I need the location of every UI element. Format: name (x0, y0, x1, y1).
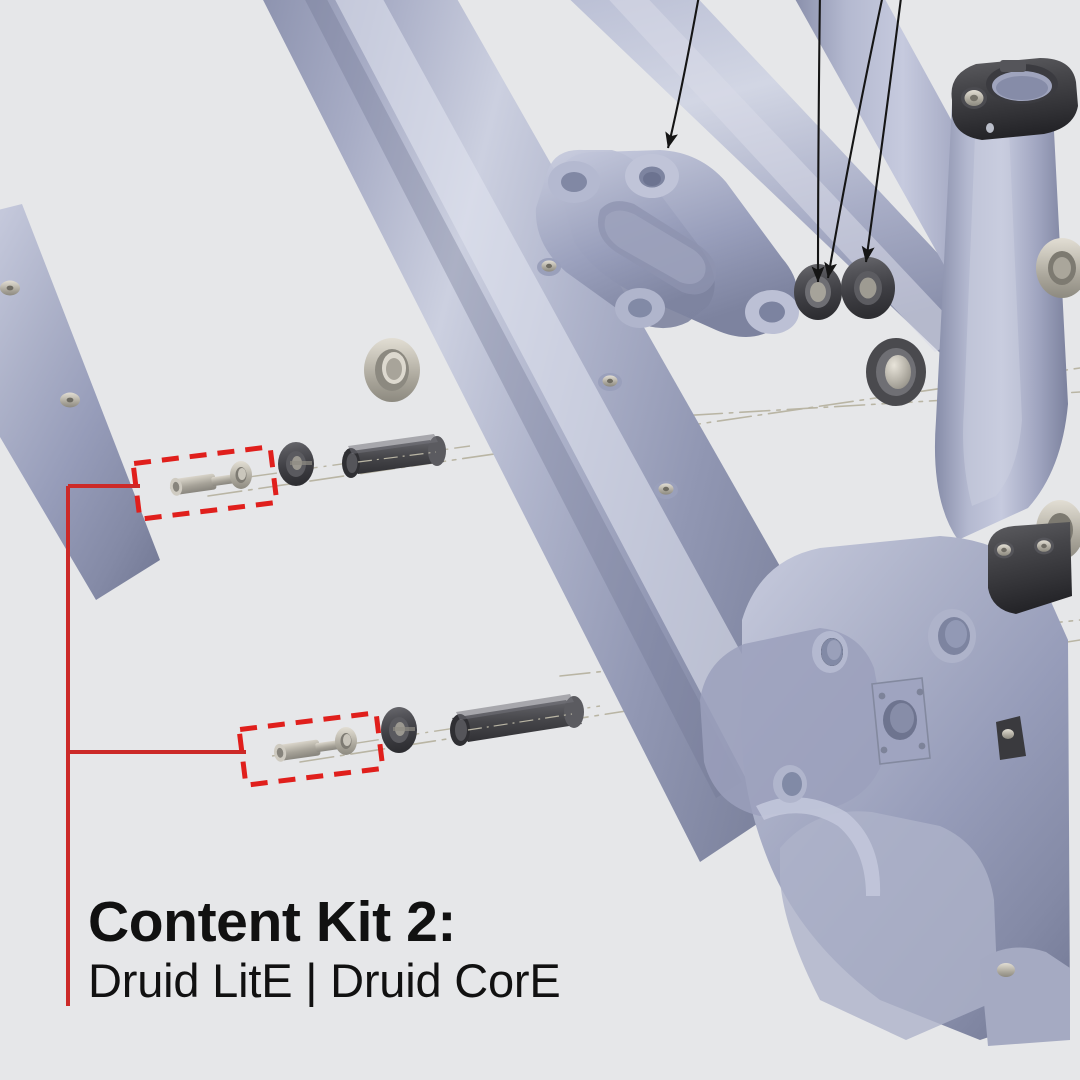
leader-arrow-rocker (665, 0, 700, 149)
lower-hardware-box (236, 710, 386, 788)
upper-axle-sleeve (342, 434, 446, 478)
cable-port (871, 677, 931, 765)
frame-geometry-group (0, 0, 1080, 1046)
leader-arrow-bushing-2 (824, 0, 883, 279)
rocker-link-cutout-inner (604, 210, 706, 284)
leader-arrows-group (665, 0, 902, 283)
spacer-washer (364, 338, 420, 402)
upper-hardware-assembly (169, 434, 471, 496)
rivnut-group (537, 258, 678, 499)
bb-shell (780, 811, 998, 1040)
down-tube-shadow (305, 0, 742, 798)
chainstay-partial (0, 204, 160, 600)
chainstay-bolts (0, 280, 80, 408)
lower-pivot-bolt (273, 739, 349, 762)
down-tube-highlight (335, 0, 800, 790)
upper-bushing (278, 442, 314, 486)
seat-clamp (951, 58, 1078, 140)
page-subtitle: Druid LitE | Druid CorE (88, 954, 561, 1008)
lower-hardware-assembly (271, 694, 601, 762)
upper-pivot-washer (230, 461, 252, 489)
lower-axle-sleeve (450, 694, 584, 746)
rocker-pivot-boss-group (548, 154, 799, 334)
seat-tube-highlight (963, 106, 1022, 506)
red-callout-group (66, 444, 386, 1006)
seat-tube-detail (986, 123, 994, 133)
bb-junction-web (700, 628, 888, 816)
lower-pivot-washer (335, 727, 357, 755)
junction-tail (980, 947, 1070, 1046)
junction-tail-bolt (997, 963, 1015, 977)
upper-hardware-box (130, 444, 280, 522)
bb-arch-detail (756, 797, 881, 896)
cable-guide-plate (988, 522, 1072, 760)
leader-arrow-bushing-3 (861, 0, 902, 263)
leader-arrow-bushing-1 (811, 0, 825, 283)
title-block: Content Kit 2: Druid LitE | Druid CorE (88, 893, 728, 1007)
junction-pivot-bosses (773, 609, 976, 803)
lower-bushing (381, 707, 417, 753)
page-title: Content Kit 2: (88, 890, 457, 954)
